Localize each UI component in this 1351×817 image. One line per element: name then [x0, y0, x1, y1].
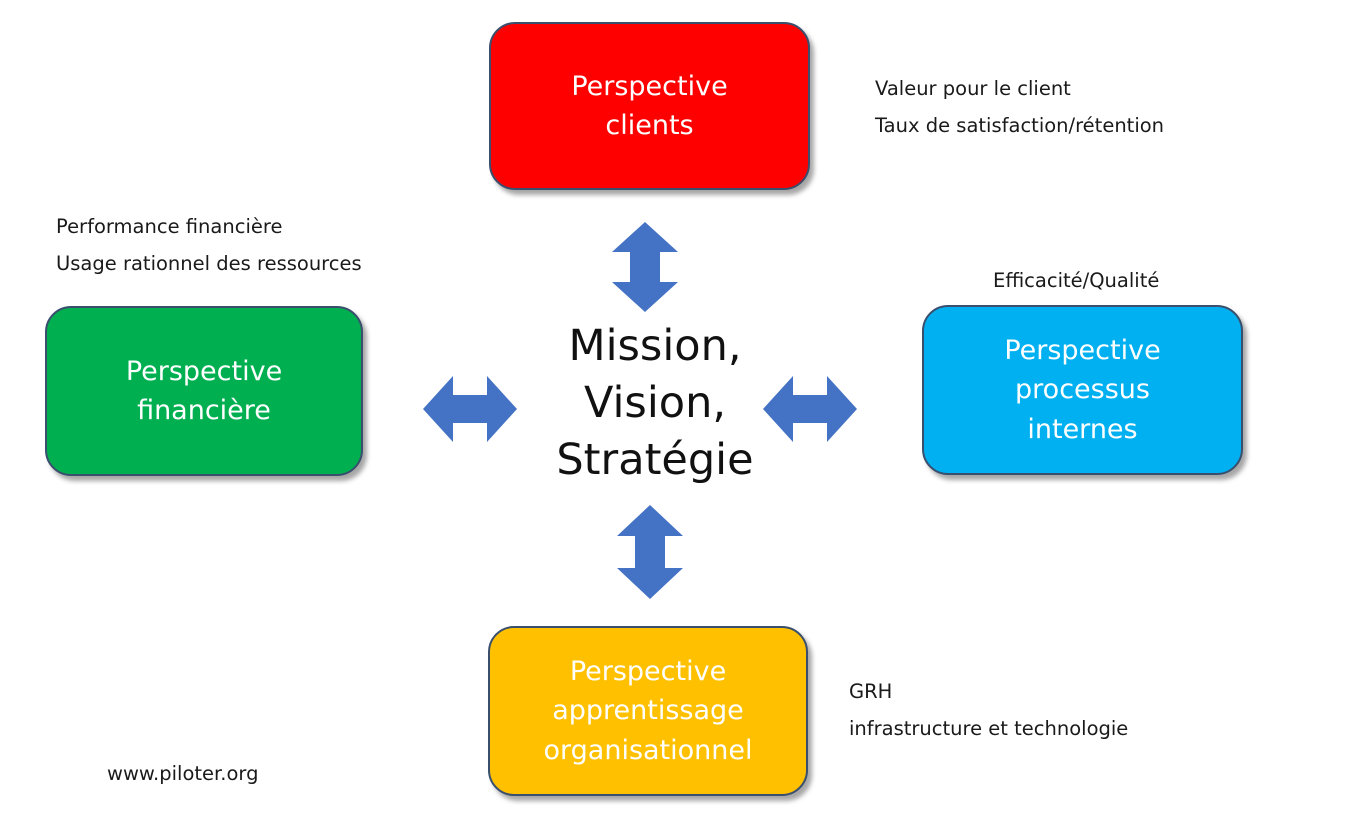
perspective-processus-note-line-1: Efficacité/Qualité	[993, 269, 1160, 292]
perspective-processus-note: Efficacité/Qualité	[993, 262, 1159, 299]
perspective-apprentissage-note-line-2: infrastructure et technologie	[849, 717, 1129, 740]
perspective-clients-line-1: Perspective	[571, 70, 728, 102]
perspective-financiere-note-line-2: Usage rationnel des ressources	[56, 252, 362, 275]
perspective-clients-note-line-1: Valeur pour le client	[875, 77, 1071, 100]
perspective-financiere-note-line-1: Performance financière	[56, 215, 283, 238]
arrow-left-horizontal-shape	[423, 376, 517, 442]
perspective-apprentissage-note: GRH infrastructure et technologie	[849, 673, 1128, 747]
mission-vision-strategie: Mission, Vision, Stratégie	[520, 318, 790, 489]
arrow-bottom-vertical	[617, 505, 683, 599]
arrow-right-horizontal	[763, 376, 857, 442]
footer-url: www.piloter.org	[107, 762, 259, 785]
perspective-processus-line-1: Perspective	[1004, 335, 1161, 367]
perspective-clients-note: Valeur pour le client Taux de satisfacti…	[875, 70, 1164, 144]
perspective-clients-line-2: clients	[605, 110, 694, 141]
perspective-financiere-line-2: financière	[137, 395, 271, 426]
perspective-financiere-line-1: Perspective	[125, 355, 283, 387]
perspective-processus-line-2: processus	[1015, 374, 1150, 406]
arrow-right-horizontal-shape	[763, 376, 857, 442]
perspective-financiere-box: Perspective financière	[45, 306, 363, 476]
perspective-apprentissage-line-2: apprentissage	[552, 695, 744, 727]
perspective-clients-box: Perspective clients	[489, 22, 810, 190]
perspective-apprentissage-note-line-1: GRH	[849, 680, 893, 703]
arrow-top-vertical	[612, 222, 678, 312]
perspective-financiere-note: Performance financière Usage rationnel d…	[56, 208, 362, 282]
arrow-bottom-vertical-shape	[617, 505, 683, 599]
perspective-processus-line-3: internes	[1027, 413, 1138, 445]
perspective-apprentissage-line-3: organisationnel	[543, 734, 753, 766]
center-line-3: Stratégie	[556, 435, 754, 485]
perspective-apprentissage-box: Perspective apprentissage organisationne…	[488, 626, 808, 796]
perspective-apprentissage-line-1: Perspective	[569, 656, 727, 688]
perspective-processus-box: Perspective processus internes	[922, 305, 1243, 475]
perspective-clients-note-line-2: Taux de satisfaction/rétention	[875, 114, 1165, 137]
center-line-1: Mission,	[568, 321, 742, 371]
arrow-left-horizontal	[423, 376, 517, 442]
center-line-2: Vision,	[584, 378, 726, 428]
arrow-top-vertical-shape	[612, 222, 678, 312]
